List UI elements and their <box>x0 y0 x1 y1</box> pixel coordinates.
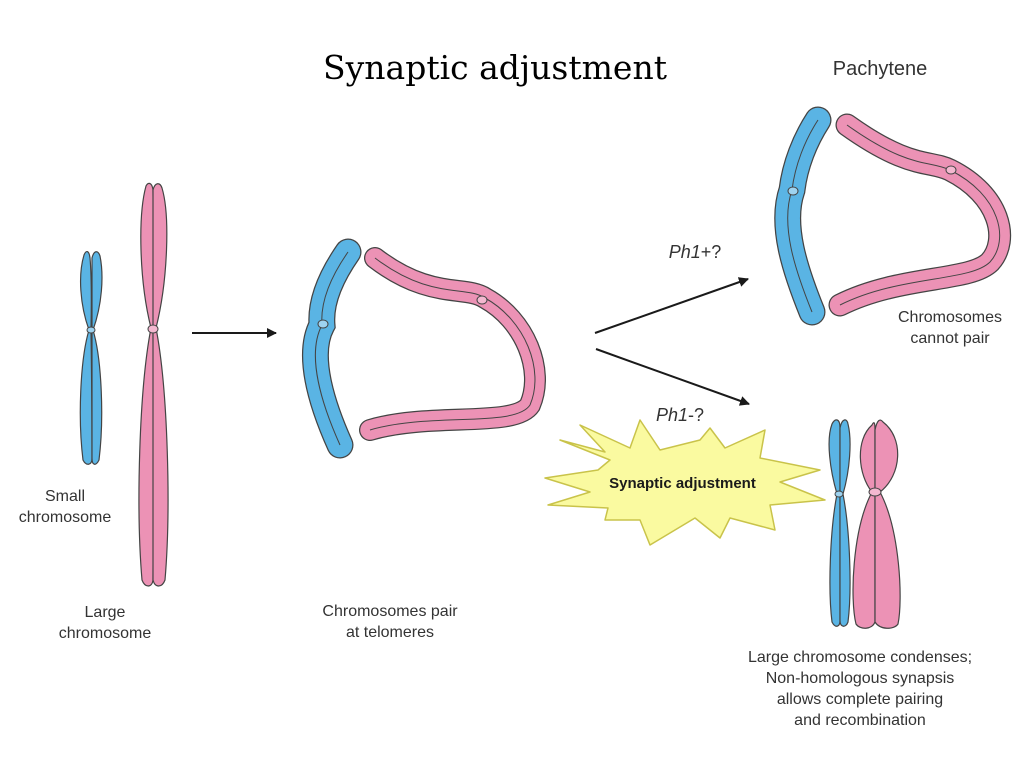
paired-chromosomes-telomeres <box>302 238 546 459</box>
ph1-plus-gene: Ph1 <box>668 242 701 262</box>
large-label-line2: chromosome <box>58 625 152 642</box>
pair-label-line2: at telomeres <box>345 624 435 641</box>
condensed-paired-chromosomes <box>828 419 901 629</box>
outcome-line1: Large chromosome condenses; <box>747 649 973 666</box>
ph1-plus-arrow <box>594 277 749 334</box>
small-label-line2: chromosome <box>18 509 112 526</box>
small-chromosome <box>79 251 103 465</box>
ph1-minus-arrow <box>595 348 750 406</box>
cannot-label-line1: Chromosomes <box>897 309 1003 326</box>
synaptic-adjustment-starburst <box>544 419 826 546</box>
large-chromosome <box>138 182 169 587</box>
outcome-label: Large chromosome condenses; Non-homologo… <box>715 647 1005 731</box>
cannot-label-line2: cannot pair <box>910 330 990 347</box>
ph1-minus-suffix: -? <box>688 405 705 425</box>
pair-label-line1: Chromosomes pair <box>322 603 458 620</box>
ph1-plus-label: Ph1+? <box>650 242 740 263</box>
outcome-line4: and recombination <box>794 712 926 729</box>
small-chromosome-label: Small chromosome <box>10 486 120 528</box>
pair-at-telomeres-label: Chromosomes pair at telomeres <box>300 601 480 643</box>
ph1-minus-label: Ph1-? <box>635 405 725 426</box>
unpaired-pachytene-chromosomes <box>774 106 1012 326</box>
cannot-pair-label: Chromosomes cannot pair <box>880 307 1020 349</box>
starburst-label: Synaptic adjustment <box>609 475 756 492</box>
diagram-title: Synaptic adjustment <box>323 48 667 87</box>
ph1-minus-gene: Ph1 <box>655 405 688 425</box>
large-label-line1: Large <box>84 604 126 621</box>
large-chromosome-label: Large chromosome <box>50 602 160 644</box>
outcome-line3: allows complete pairing <box>776 691 944 708</box>
ph1-plus-suffix: +? <box>700 242 722 262</box>
small-label-line1: Small <box>44 488 85 505</box>
pachytene-heading: Pachytene <box>832 58 928 80</box>
outcome-line2: Non-homologous synapsis <box>765 670 955 687</box>
